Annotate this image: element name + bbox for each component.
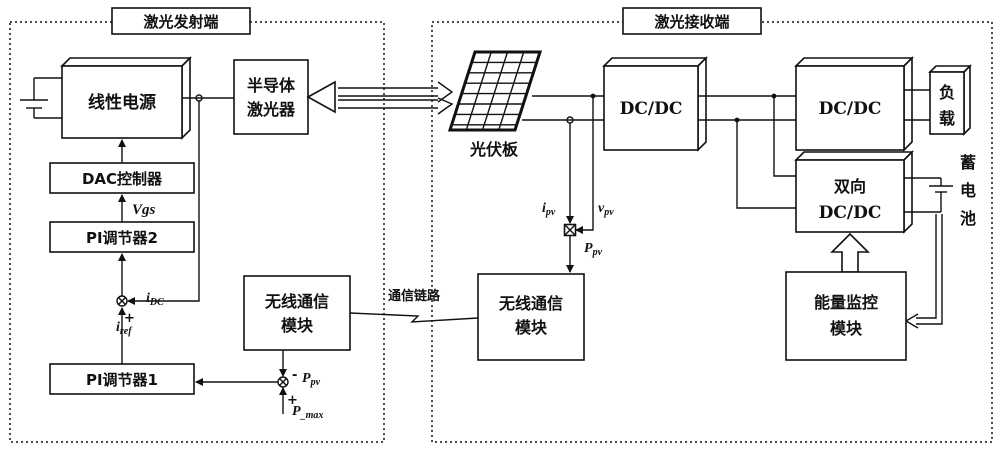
energy-monitor-block (785, 271, 907, 361)
power-source-icon (20, 77, 62, 119)
pv-panel-label: 光伏板 (469, 140, 519, 159)
v-pv-label: vpv (598, 201, 614, 218)
wireless-tx-label-2: 模块 (281, 316, 314, 335)
battery-label-1: 蓄 (960, 153, 976, 172)
wireless-rx-block (477, 273, 585, 361)
laser-emitter-icon (306, 80, 336, 114)
pi-regulator-1-block (49, 363, 195, 395)
wireless-rx-label-2: 模块 (515, 318, 548, 337)
i-dc-feedback-line (127, 101, 200, 305)
summing-junction-1 (116, 295, 128, 307)
pi-regulator-1-label: PI调节器1 (86, 371, 158, 389)
battery-icon (904, 177, 953, 213)
control-arrow-icon (830, 232, 870, 273)
load-block: 负 载 (928, 64, 972, 136)
bidirectional-label-2: DC/DC (819, 203, 882, 223)
dac-controller-block (49, 162, 195, 194)
comm-link-line (349, 312, 479, 323)
i-pv-label: ipv (542, 201, 556, 218)
multiplier-icon (563, 223, 577, 237)
dac-controller-label: DAC控制器 (82, 170, 163, 188)
pv-panel-icon (447, 50, 543, 132)
p-pv-rx-label: Ppv (584, 241, 603, 258)
dcdc-1-block: DC/DC (602, 56, 708, 152)
transmitter-title: 激光发射端 (143, 13, 218, 31)
wireless-tx-label-1: 无线通信 (264, 292, 329, 311)
receiver-title-box (622, 7, 762, 35)
battery-label-3: 池 (960, 209, 976, 228)
p-pv-tx-label: Ppv (302, 371, 321, 388)
comm-link-label: 通信链路 (388, 288, 441, 304)
minus-sign: - (292, 368, 297, 383)
transmitter-title-box (111, 7, 251, 35)
laser-label-1: 半导体 (247, 76, 296, 95)
i-dc-label: iDC (146, 291, 164, 308)
linear-power-label: 线性电源 (88, 92, 156, 113)
energy-monitor-label-1: 能量监控 (814, 293, 878, 312)
load-label-2: 载 (939, 109, 955, 128)
receiver-title: 激光接收端 (654, 13, 729, 31)
bidirectional-label-1: 双向 (834, 177, 866, 196)
i-ref-label: iref (116, 320, 133, 337)
dcdc-2-label: DC/DC (819, 99, 882, 119)
linear-power-block: 线性电源 (60, 56, 192, 140)
energy-monitor-label-2: 模块 (830, 319, 863, 338)
pi-regulator-2-label: PI调节器2 (86, 229, 158, 247)
laser-block: 半导体 激光器 (233, 59, 309, 135)
laser-beam (338, 81, 454, 115)
plus-sign-2: + (287, 393, 298, 408)
load-label-1: 负 (939, 83, 955, 102)
p-max-label: P_max (292, 404, 323, 421)
bidirectional-dcdc-block: 双向 DC/DC (794, 150, 914, 234)
vgs-label: Vgs (132, 202, 156, 218)
battery-label-2: 电 (960, 181, 976, 200)
plus-sign-1: + (124, 311, 135, 326)
wireless-rx-label-1: 无线通信 (498, 294, 563, 313)
dcdc-1-label: DC/DC (620, 99, 683, 119)
summing-junction-2 (277, 376, 289, 388)
wireless-tx-block (243, 275, 351, 351)
dcdc-2-block: DC/DC (794, 56, 914, 152)
battery-monitor-arrow (904, 214, 943, 329)
laser-label-2: 激光器 (247, 100, 296, 119)
